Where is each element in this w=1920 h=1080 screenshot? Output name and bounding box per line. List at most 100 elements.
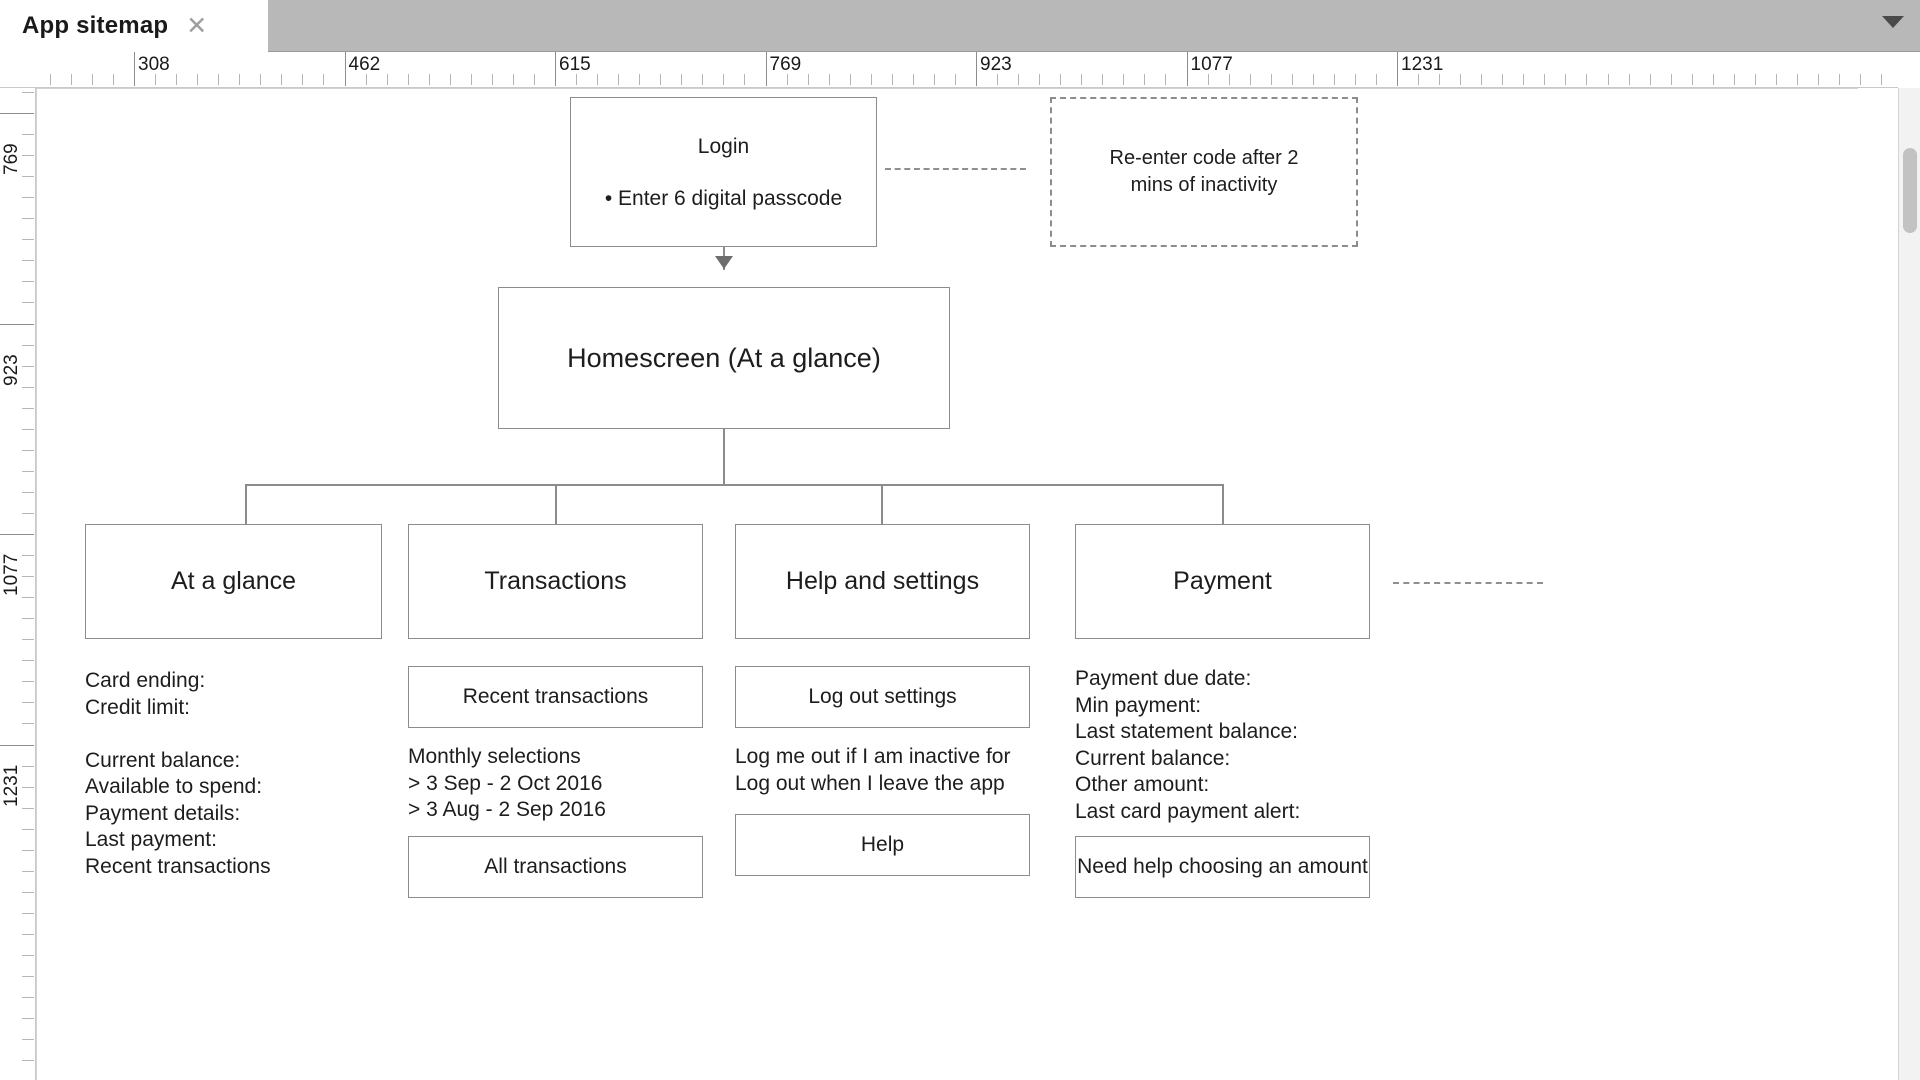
scrollbar-thumb[interactable] <box>1903 148 1917 233</box>
tree-drop-1 <box>245 484 247 524</box>
node-payment[interactable]: Payment <box>1075 524 1370 639</box>
ruler-tick-minor <box>912 74 914 85</box>
ruler-tick-minor <box>1607 74 1609 85</box>
ruler-tick-minor <box>239 74 241 85</box>
ruler-tick-minor <box>22 786 34 788</box>
node-help[interactable]: Help <box>735 814 1030 876</box>
ruler-tick-minor <box>1775 74 1777 85</box>
ruler-tick-minor <box>1439 74 1441 85</box>
diagram-canvas[interactable]: Login • Enter 6 digital passcode Re-ente… <box>36 88 1896 1080</box>
ruler-tick-minor <box>49 74 51 85</box>
ruler-tick-minor <box>22 618 34 620</box>
ruler-tick-minor <box>1081 74 1083 85</box>
node-all-transactions[interactable]: All transactions <box>408 836 703 898</box>
ruler-tick-minor <box>1796 74 1798 85</box>
ruler-tick-minor <box>1207 74 1209 85</box>
arrow-head-homescreen <box>715 256 733 269</box>
ruler-label-h: 1231 <box>1401 54 1444 75</box>
ruler-tick-minor <box>1881 74 1883 85</box>
ruler-tick-minor <box>22 555 34 557</box>
ruler-tick-minor <box>870 74 872 85</box>
ruler-label-v: 1077 <box>1 553 22 596</box>
ruler-tick-minor <box>1418 74 1420 85</box>
close-icon[interactable]: ✕ <box>186 11 208 40</box>
node-at-a-glance[interactable]: At a glance <box>85 524 382 639</box>
ruler-tick-minor <box>22 449 34 451</box>
node-login[interactable]: Login • Enter 6 digital passcode <box>570 97 877 247</box>
ruler-tick-minor <box>891 74 893 85</box>
ruler-tick-minor <box>1733 74 1735 85</box>
tree-drop-4 <box>1222 484 1224 524</box>
ruler-tick-minor <box>22 997 34 999</box>
node-help-and-settings-title: Help and settings <box>785 566 980 595</box>
ruler-tick-minor <box>1102 74 1104 85</box>
tab-title: App sitemap <box>22 12 169 39</box>
chevron-down-icon[interactable] <box>1882 16 1904 28</box>
node-recent-transactions[interactable]: Recent transactions <box>408 666 703 728</box>
ruler-tick-minor <box>1860 74 1862 85</box>
ruler-tick-minor <box>428 74 430 85</box>
ruler-tick-minor <box>1712 74 1714 85</box>
ruler-tick-minor <box>22 197 34 199</box>
ruler-tick-minor <box>22 891 34 893</box>
ruler-tick-minor <box>681 74 683 85</box>
ruler-tick-minor <box>1039 74 1041 85</box>
ruler-tick-minor <box>533 74 535 85</box>
ruler-tick-minor <box>260 74 262 85</box>
ruler-label-h: 615 <box>559 54 591 75</box>
node-reenter-code-note[interactable]: Re-enter code after 2 mins of inactivity <box>1050 97 1358 247</box>
node-all-transactions-title: All transactions <box>484 854 627 878</box>
node-transactions[interactable]: Transactions <box>408 524 703 639</box>
tree-stem <box>723 429 725 485</box>
ruler-tick-minor <box>954 74 956 85</box>
ruler-tick-minor <box>22 1060 34 1062</box>
ruler-tick-minor <box>22 428 34 430</box>
ruler-tick-major <box>1397 52 1399 86</box>
connector-payment-right <box>1393 582 1543 584</box>
ruler-label-h: 769 <box>769 54 802 75</box>
ruler-tick-minor <box>997 74 999 85</box>
ruler-tick-minor <box>22 807 34 809</box>
ruler-label-h: 308 <box>138 54 170 75</box>
ruler-tick-minor <box>1060 74 1062 85</box>
ruler-tick-minor <box>744 74 746 85</box>
ruler-tick-minor <box>1018 74 1020 85</box>
ruler-tick-minor <box>1481 74 1483 85</box>
ruler-tick-minor <box>22 870 34 872</box>
scrollbar-corner <box>1898 52 1920 88</box>
ruler-tick-minor <box>218 74 220 85</box>
ruler-tick-minor <box>22 176 34 178</box>
ruler-tick-minor <box>22 344 34 346</box>
ruler-tick-minor <box>1165 74 1167 85</box>
node-log-out-settings-title: Log out settings <box>808 684 957 708</box>
node-reenter-line2: mins of inactivity <box>1130 174 1278 196</box>
ruler-tick-minor <box>1691 74 1693 85</box>
ruler-tick-minor <box>22 1018 34 1020</box>
ruler-tick-minor <box>660 74 662 85</box>
ruler-tick-minor <box>22 134 34 136</box>
ruler-tick-minor <box>22 260 34 262</box>
vertical-scrollbar[interactable] <box>1898 88 1920 1080</box>
ruler-tick-minor <box>576 74 578 85</box>
node-need-help-choosing-amount-title: Need help choosing an amount <box>1077 854 1368 878</box>
ruler-tick-minor <box>365 74 367 85</box>
node-homescreen[interactable]: Homescreen (At a glance) <box>498 287 950 429</box>
ruler-tick-minor <box>849 74 851 85</box>
ruler-tick-minor <box>22 491 34 493</box>
ruler-tick-minor <box>22 365 34 367</box>
ruler-tick-minor <box>1649 74 1651 85</box>
text-payment-details: Payment due date: Min payment: Last stat… <box>1075 667 1301 823</box>
tab-app-sitemap[interactable]: App sitemap ✕ <box>0 0 268 52</box>
ruler-tick-minor <box>22 576 34 578</box>
node-need-help-choosing-amount[interactable]: Need help choosing an amount <box>1075 836 1370 898</box>
ruler-tick-minor <box>1460 74 1462 85</box>
ruler-tick-minor <box>786 74 788 85</box>
ruler-tick-minor <box>1249 74 1251 85</box>
ruler-tick-minor <box>491 74 493 85</box>
ruler-tick-major <box>0 323 34 325</box>
node-help-title: Help <box>860 832 905 856</box>
node-help-and-settings[interactable]: Help and settings <box>735 524 1030 639</box>
node-log-out-settings[interactable]: Log out settings <box>735 666 1030 728</box>
